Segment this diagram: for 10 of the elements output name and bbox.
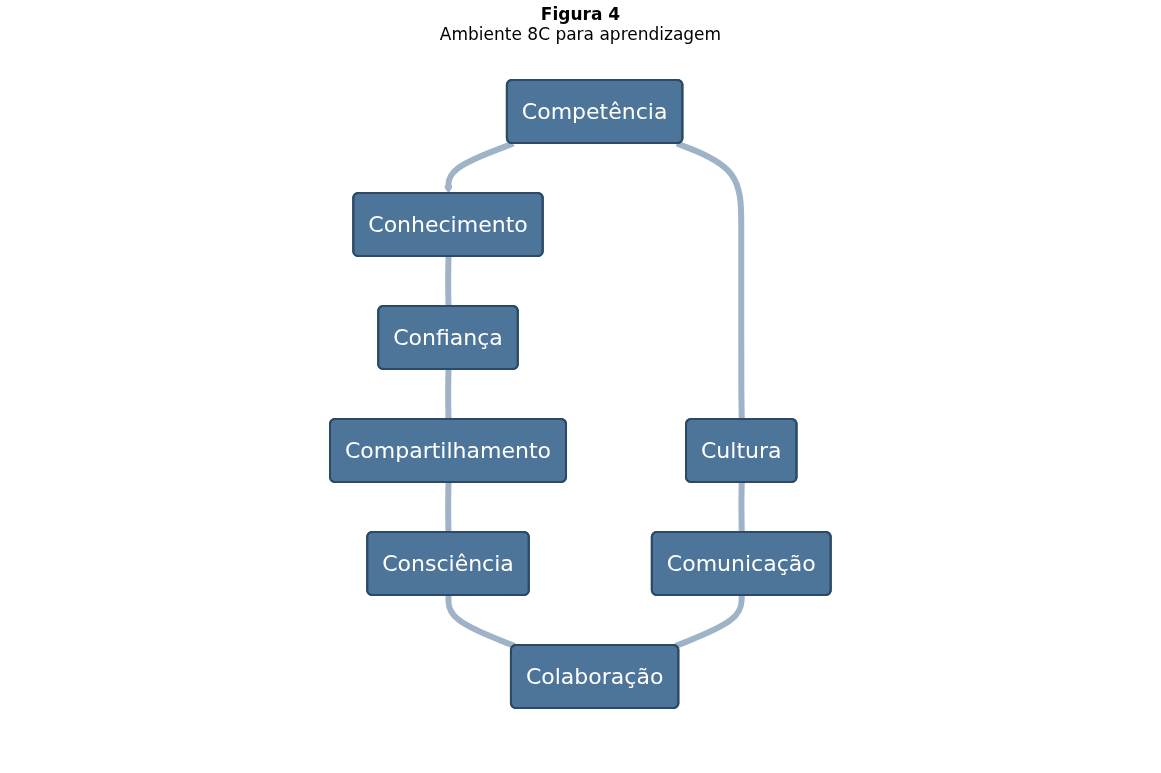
connector — [445, 595, 516, 649]
figure-title: Figura 4 — [539, 4, 622, 24]
arrow — [444, 140, 515, 194]
figure-subtitle: Ambiente 8C para aprendizagem — [438, 24, 723, 44]
connector — [445, 369, 452, 420]
connector — [445, 482, 452, 533]
connector — [445, 256, 452, 307]
connector — [738, 482, 745, 533]
connector — [675, 140, 745, 420]
connector — [674, 595, 745, 649]
